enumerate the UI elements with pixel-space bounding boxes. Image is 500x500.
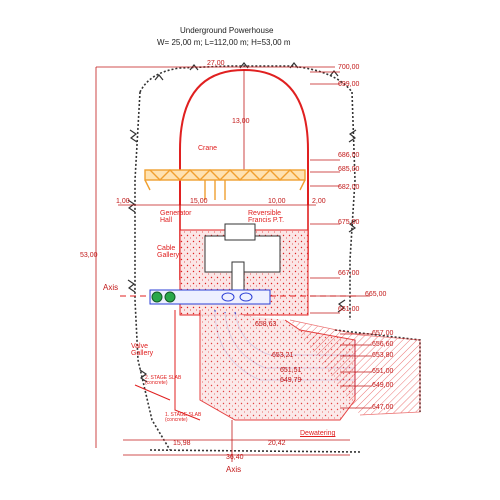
stage-slab-lines xyxy=(134,310,201,421)
label-stage-slab-2: 2. STAGE SLAB (concrete) xyxy=(145,375,182,386)
dim-left-width: 15,00 xyxy=(190,198,208,205)
elev-675: 675,00 xyxy=(338,219,360,226)
label-turbine: Reversible Francis P.T. xyxy=(248,210,285,224)
label-dewatering: Dewatering xyxy=(300,430,336,437)
label-axis-left: Axis xyxy=(103,283,119,292)
elev-665: 665,00 xyxy=(365,291,387,298)
hatched-wall xyxy=(289,319,421,416)
elev-inner-653: 653,21 xyxy=(272,352,294,359)
dim-right-offset: 2,00 xyxy=(312,198,326,205)
label-crane: Crane xyxy=(198,145,218,152)
rock-jag xyxy=(127,62,357,383)
dim-right-width: 10,00 xyxy=(268,198,286,205)
label-generator-hall: Generator Hall xyxy=(160,210,192,224)
elev-653-80: 653,80 xyxy=(372,352,394,359)
inlet-pipe xyxy=(149,289,271,305)
elev-656-60: 656,60 xyxy=(372,341,394,348)
elev-651: 651,00 xyxy=(372,368,394,375)
elev-657: 657,00 xyxy=(372,330,394,337)
dim-lines xyxy=(95,66,350,462)
dim-crown-height: 13,00 xyxy=(232,118,250,125)
label-cable-gallery: Cable Gallery xyxy=(157,245,180,259)
title-line2: W= 25,00 m; L=112,00 m; H=53,00 m xyxy=(157,38,291,47)
dim-total-height: 53,00 xyxy=(80,252,98,259)
elev-700: 700,00 xyxy=(338,64,360,71)
elev-inner-658: 658,63 xyxy=(255,321,277,328)
elev-661: 661,00 xyxy=(338,306,360,313)
elevation-ticks xyxy=(310,71,372,409)
elev-685: 685,00 xyxy=(338,166,360,173)
dim-top-width: 27,00 xyxy=(207,60,225,67)
elev-667: 667,00 xyxy=(338,270,360,277)
elev-649: 649,00 xyxy=(372,382,394,389)
dim-bottom-total: 36,40 xyxy=(226,454,244,461)
crane xyxy=(144,169,306,200)
elev-686: 686,00 xyxy=(338,152,360,159)
label-axis-bottom: Axis xyxy=(226,465,242,474)
elev-inner-651: 651,51 xyxy=(280,367,302,374)
elev-647: 647,00 xyxy=(372,404,394,411)
label-valve-gallery: Valve Gallery xyxy=(131,343,154,357)
elev-inner-649: 649,79 xyxy=(280,377,302,384)
dim-bottom-left: 15,98 xyxy=(173,440,191,447)
elev-682: 682,00 xyxy=(338,184,360,191)
dim-bottom-right: 20,42 xyxy=(268,440,286,447)
label-stage-slab-1: 1. STAGE SLAB (concrete) xyxy=(165,412,202,423)
elev-699: 699,00 xyxy=(338,81,360,88)
title-line1: Underground Powerhouse xyxy=(180,26,274,35)
dim-left-offset: 1,00 xyxy=(116,198,130,205)
